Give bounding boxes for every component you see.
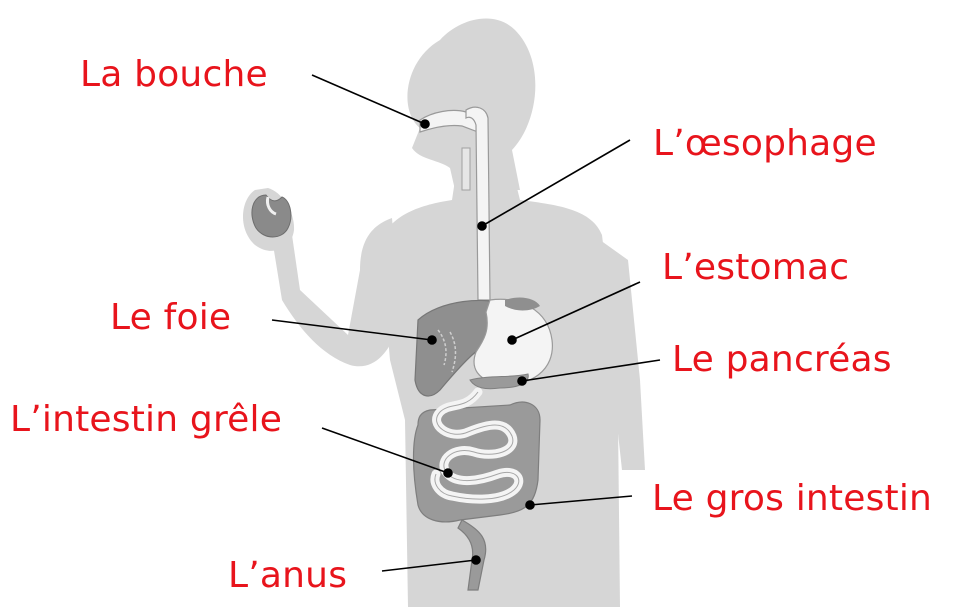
- label-large-intestine: Le gros intestin: [652, 479, 932, 519]
- label-anus: L’anus: [228, 556, 347, 596]
- label-pancreas: Le pancréas: [672, 340, 892, 380]
- label-esophagus: L’œsophage: [653, 124, 877, 164]
- label-liver: Le foie: [110, 298, 231, 338]
- label-mouth: La bouche: [80, 55, 268, 95]
- leader-dot-mouth: [421, 120, 429, 128]
- leader-dot-large-intestine: [526, 501, 534, 509]
- label-stomach: L’estomac: [662, 248, 849, 288]
- leader-dot-small-intestine: [444, 469, 452, 477]
- label-small-intestine: L’intestin grêle: [10, 400, 282, 440]
- leader-dot-stomach: [508, 336, 516, 344]
- leader-dot-pancreas: [518, 377, 526, 385]
- head-silhouette: [407, 19, 535, 190]
- trachea-tube: [462, 148, 470, 190]
- leader-dot-liver: [428, 336, 436, 344]
- apple-icon: [252, 195, 291, 237]
- leader-dot-anus: [472, 556, 480, 564]
- torso-silhouette: [380, 180, 620, 607]
- leader-dot-esophagus: [478, 222, 486, 230]
